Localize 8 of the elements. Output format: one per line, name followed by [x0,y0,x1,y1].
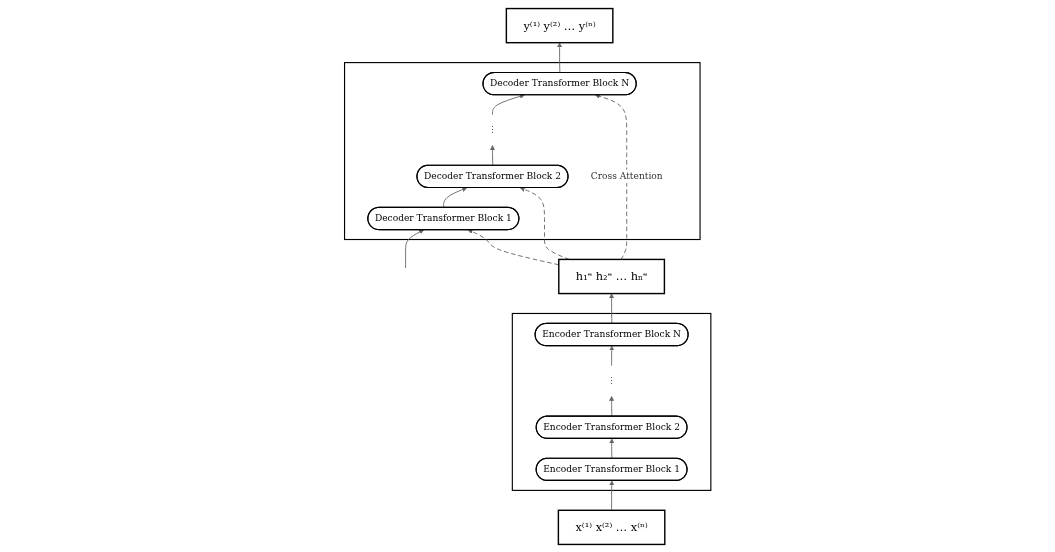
cluster [343,61,701,240]
cluster [511,312,712,491]
edge-label: Cross Attention [590,170,663,181]
node-box: x⁽¹⁾ x⁽²⁾ … x⁽ⁿ⁾ [557,509,666,545]
node-box: h₁ᵉ h₂ᵉ … hₙᵉ [557,258,665,294]
node-box: y⁽¹⁾ y⁽²⁾ … y⁽ⁿ⁾ [505,7,614,43]
node-text: ⋮ [487,123,497,135]
node-text: ⋮ [606,374,616,386]
